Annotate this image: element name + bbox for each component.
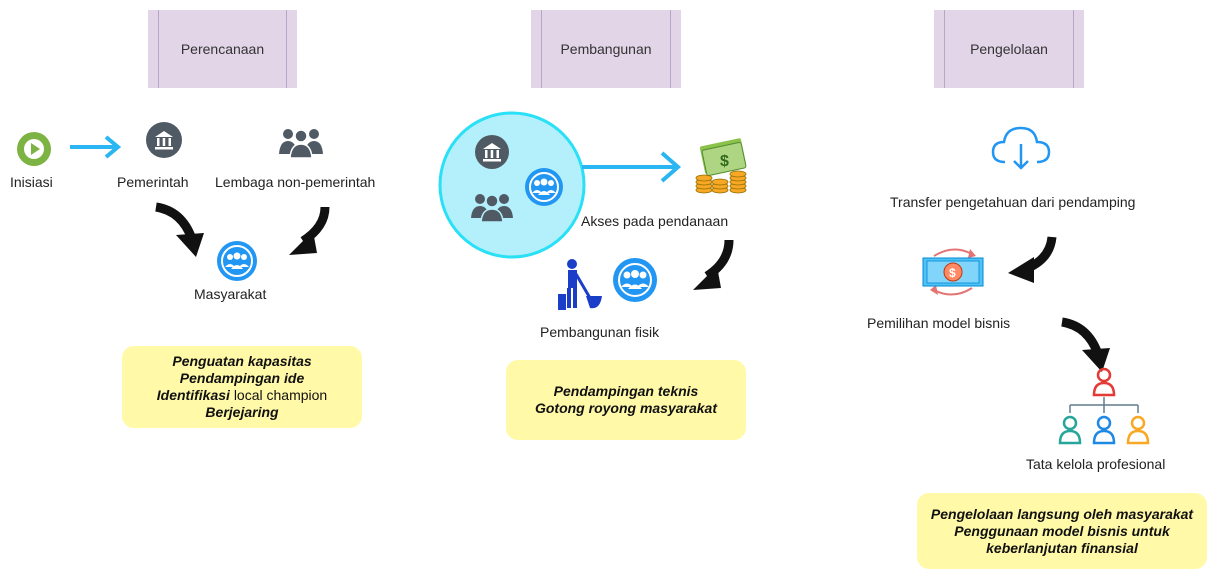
- play-start-icon: [17, 132, 51, 166]
- org-chart-icon: [1058, 367, 1150, 445]
- people-group-icon: [471, 194, 513, 223]
- note-managing: Pengelolaan langsung oleh masyarakat Pen…: [917, 493, 1207, 569]
- government-building-icon: [146, 122, 182, 158]
- phase-header-building: Pembangunan: [531, 10, 681, 88]
- curved-arrow-black: [693, 239, 734, 290]
- people-group-icon: [279, 129, 323, 159]
- phase-header-managing: Pengelolaan: [934, 10, 1084, 88]
- phase-header-planning: Perencanaan: [148, 10, 297, 88]
- cloud-download-icon: [991, 126, 1051, 170]
- note-line: Gotong royong masyarakat: [534, 400, 718, 416]
- community-icon: [525, 168, 563, 206]
- label-model: Pemilihan model bisnis: [867, 315, 1011, 331]
- curved-arrow-black: [289, 206, 330, 255]
- curved-arrow-black: [1008, 236, 1057, 283]
- phase-label: Perencanaan: [180, 41, 265, 57]
- note-line: Penguatan kapasitas: [172, 353, 312, 369]
- note-line-part: Identifikasi: [156, 387, 234, 403]
- arrow-right-blue: [70, 135, 122, 159]
- svg-text:$: $: [720, 153, 729, 170]
- label-inisiasi: Inisiasi: [10, 174, 53, 190]
- label-masyarakat: Masyarakat: [194, 286, 267, 302]
- curved-arrow-black: [155, 202, 204, 257]
- note-line: Pendampingan teknis: [553, 383, 699, 399]
- label-tata: Tata kelola profesional: [1026, 456, 1166, 472]
- label-fisik: Pembangunan fisik: [540, 324, 660, 340]
- money-stack-icon: $: [695, 138, 747, 194]
- phase-label: Pembangunan: [560, 41, 652, 57]
- stakeholder-circle: [438, 111, 586, 259]
- note-line: Penggunaan model bisnis untuk: [954, 522, 1170, 539]
- label-transfer: Transfer pengetahuan dari pendamping: [890, 194, 1136, 210]
- label-pemerintah: Pemerintah: [117, 174, 189, 190]
- note-line: Pengelolaan langsung oleh masyarakat: [930, 505, 1194, 522]
- label-lembaga: Lembaga non-pemerintah: [215, 174, 376, 190]
- note-building: Pendampingan teknis Gotong royong masyar…: [506, 360, 746, 440]
- note-line: Identifikasi local champion: [122, 387, 362, 404]
- note-line-part: local champion: [233, 387, 328, 403]
- community-icon: [217, 241, 257, 281]
- arrow-right-blue: [582, 151, 682, 183]
- government-building-icon: [475, 135, 509, 169]
- note-line: keberlanjutan finansial: [986, 539, 1138, 556]
- phase-label: Pengelolaan: [970, 41, 1048, 57]
- note-planning: Penguatan kapasitas Pendampingan ide Ide…: [122, 346, 362, 428]
- svg-text:$: $: [949, 266, 956, 280]
- label-akses: Akses pada pendanaan: [581, 213, 729, 229]
- money-exchange-icon: $: [922, 248, 984, 296]
- note-line: Berjejaring: [205, 404, 279, 420]
- community-icon: [613, 258, 657, 302]
- construction-worker-icon: [558, 259, 602, 310]
- note-line: Pendampingan ide: [179, 370, 305, 386]
- curved-arrow-black: [1061, 317, 1110, 372]
